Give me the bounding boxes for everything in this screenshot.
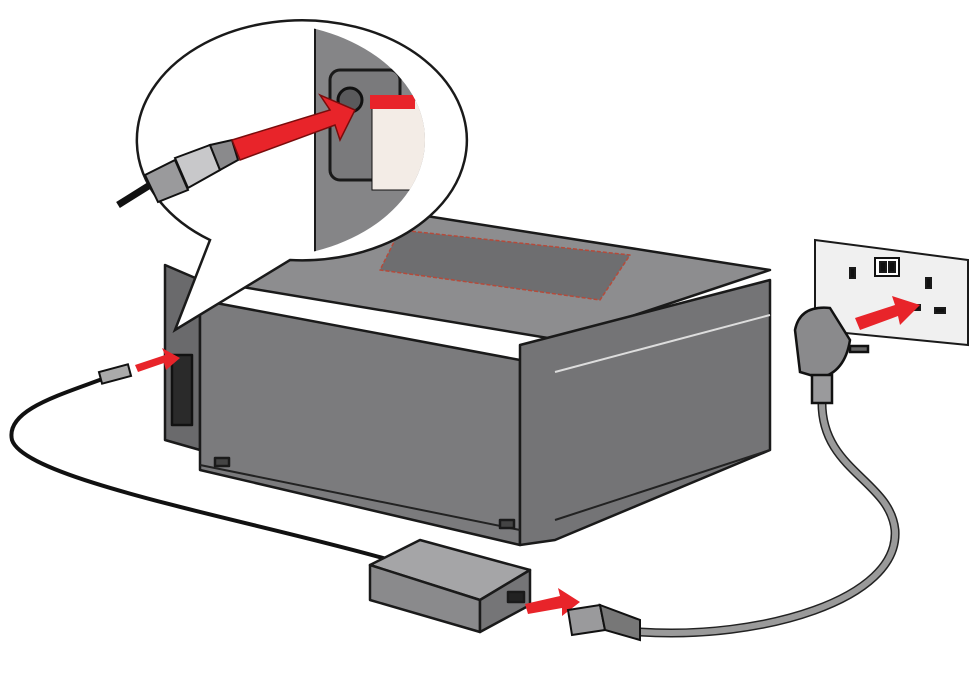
arrow-icon: [135, 348, 180, 372]
dc-plug: [116, 138, 240, 208]
arrow-icon: [231, 93, 357, 161]
mains-plug: [793, 306, 870, 405]
power-adapter: [368, 538, 532, 634]
arrow-icon: [525, 588, 580, 616]
wall-outlet: [814, 238, 969, 347]
mains-connector: [566, 603, 641, 642]
arrow-icon: [855, 296, 920, 330]
dc-plug-small: [97, 363, 133, 385]
dc-cable: [9, 376, 391, 562]
zoom-callout: [116, 19, 469, 333]
